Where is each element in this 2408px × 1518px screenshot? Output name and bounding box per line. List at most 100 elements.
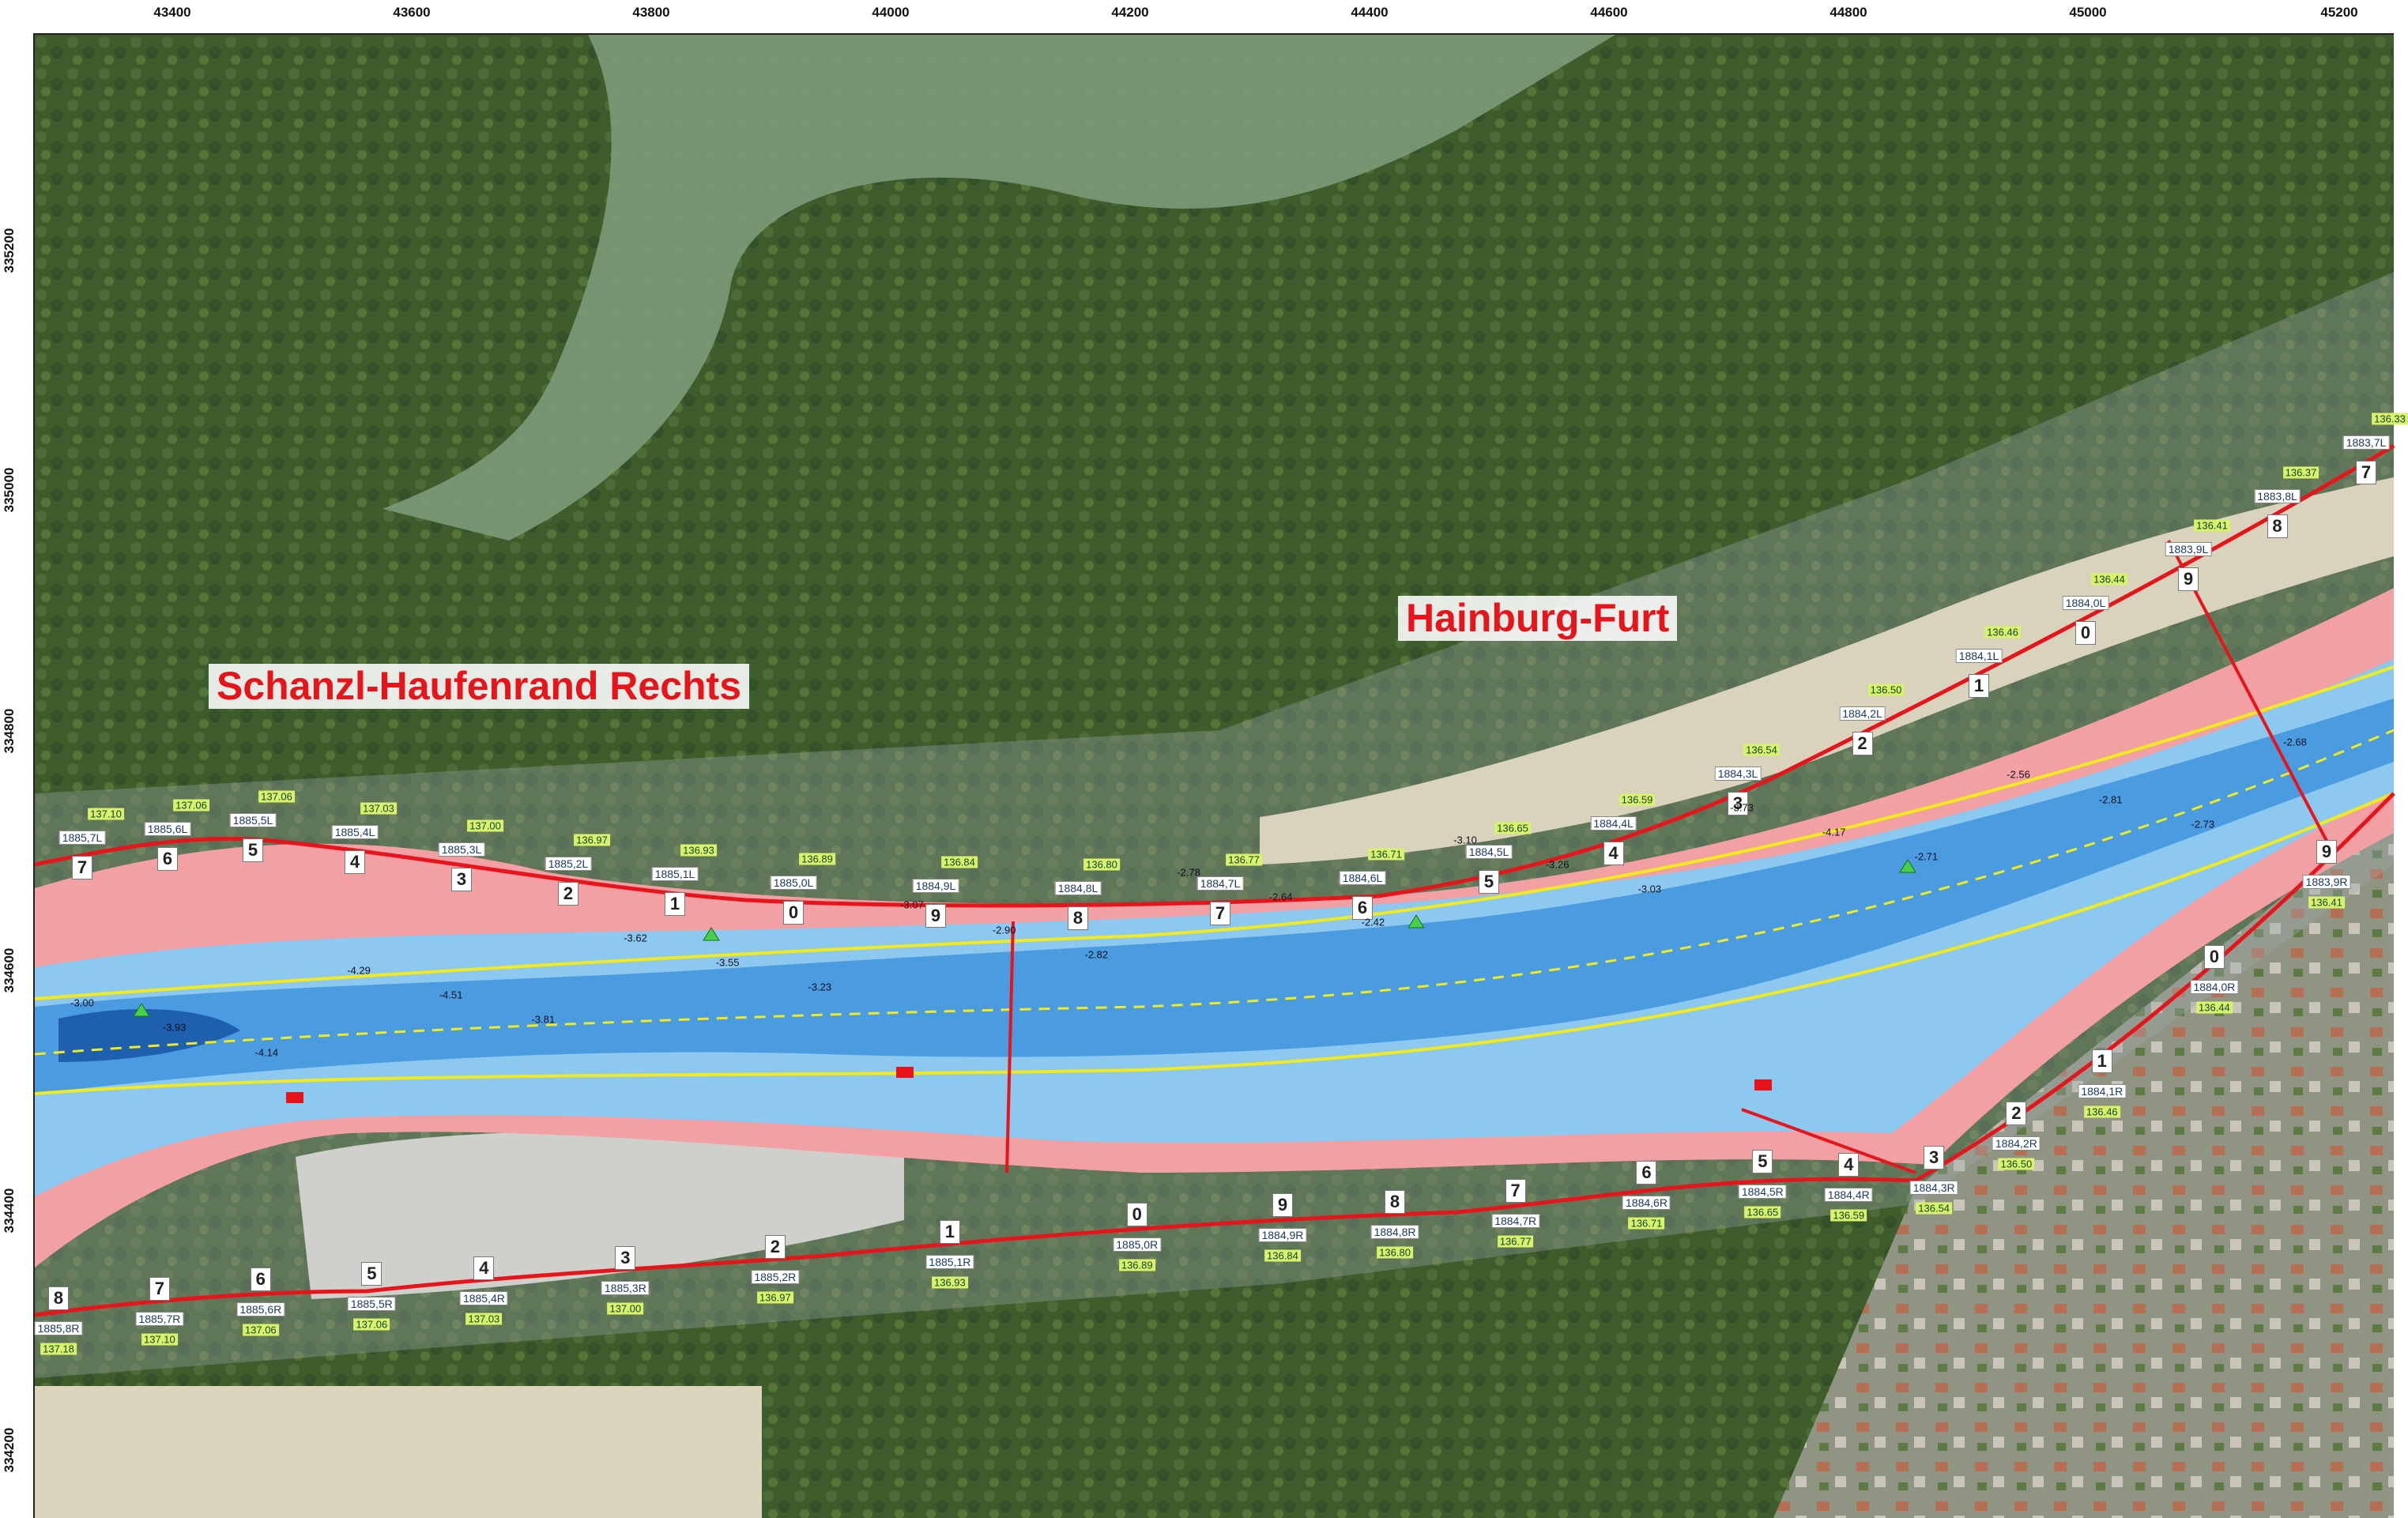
station-label: 1884,2R [1992, 1136, 2041, 1151]
depth-sounding: -2.90 [992, 924, 1016, 936]
elevation-label: 136.59 [1830, 1209, 1867, 1222]
km-marker: 8 [1068, 906, 1088, 931]
cross-section-line [1741, 1108, 1916, 1174]
station-label: 1885,6R [236, 1302, 285, 1317]
station-label: 1884,9R [1258, 1228, 1307, 1243]
elevation-label: 136.41 [2308, 896, 2345, 909]
km-marker: 2 [558, 881, 578, 906]
elevation-label: 136.65 [1494, 822, 1531, 834]
elevation-label: 136.84 [941, 856, 978, 868]
station-label: 1884,1L [1955, 649, 2003, 663]
station-label: 1883,7L [2342, 435, 2390, 450]
elevation-label: 136.65 [1744, 1206, 1781, 1219]
km-marker: 2 [1852, 731, 1873, 755]
elevation-label: 136.44 [2196, 1001, 2233, 1014]
km-marker: 8 [1385, 1189, 1406, 1214]
y-tick: 334400 [2, 1188, 17, 1234]
station-label: 1885,1R [925, 1254, 974, 1269]
station-label: 1884,0L [2062, 595, 2109, 610]
station-label: 1884,5L [1465, 845, 1513, 859]
fairway-line-north [34, 665, 2395, 1000]
station-label: 1884,9L [912, 879, 959, 893]
elevation-label: 136.89 [799, 853, 835, 864]
km-marker: 6 [157, 846, 178, 871]
elevation-label: 137.10 [88, 808, 124, 820]
depth-sounding: -4.14 [254, 1046, 279, 1058]
elevation-label: 136.54 [1743, 744, 1780, 756]
station-label: 1885,6L [144, 821, 191, 836]
km-marker: 5 [1752, 1149, 1773, 1173]
y-tick: 334200 [2, 1427, 17, 1473]
station-label: 1885,0L [770, 875, 817, 890]
left-bank-profile [34, 443, 2395, 908]
km-marker: 0 [783, 900, 804, 925]
km-marker: 7 [1505, 1179, 1526, 1203]
station-label: 1885,3R [601, 1280, 650, 1295]
map-canvas[interactable]: Schanzl-Haufenrand Rechts Hainburg-Furt … [33, 33, 2408, 1518]
depth-sounding: -3.00 [70, 996, 94, 1009]
km-marker: 5 [243, 838, 263, 862]
cross-section-line [1005, 921, 1015, 1173]
x-tick: 45000 [2069, 5, 2107, 20]
station-label: 1884,7L [1196, 876, 1244, 891]
km-marker: 9 [2178, 567, 2199, 591]
km-marker: 0 [2075, 620, 2096, 645]
y-tick: 334800 [2, 708, 17, 754]
station-label: 1884,1R [2078, 1084, 2127, 1099]
green-triangle-marker [1407, 914, 1425, 929]
elevation-label: 137.06 [242, 1324, 279, 1336]
station-label: 1884,8R [1370, 1224, 1419, 1239]
town-area [1773, 809, 2394, 1518]
km-marker: 7 [149, 1277, 170, 1301]
station-label: 1884,4L [1590, 816, 1637, 831]
elevation-label: 137.03 [360, 802, 397, 814]
fairway-line-center [34, 729, 2395, 1056]
station-label: 1884,4R [1824, 1188, 1873, 1203]
station-label: 1885,3L [438, 842, 485, 857]
km-marker: 3 [1728, 792, 1748, 816]
elevation-label: 136.80 [1377, 1246, 1413, 1259]
elevation-label: 136.80 [1083, 858, 1120, 871]
y-tick: 335000 [2, 467, 17, 513]
station-label: 1884,3R [1909, 1181, 1958, 1196]
station-label: 1885,4R [459, 1290, 508, 1305]
station-label: 1884,6R [1622, 1195, 1671, 1210]
x-tick: 44200 [1111, 5, 1149, 20]
backwater-arm [382, 35, 1615, 541]
km-marker: 1 [665, 892, 685, 916]
deep-channel [35, 699, 2394, 1094]
km-marker: 6 [250, 1268, 271, 1292]
km-marker: 2 [764, 1234, 786, 1259]
elevation-label: 137.10 [141, 1333, 178, 1346]
km-marker: 6 [1636, 1160, 1657, 1185]
elevation-label: 136.44 [2091, 573, 2127, 585]
elevation-label: 136.41 [2194, 519, 2230, 532]
elevation-label: 137.06 [353, 1318, 390, 1331]
km-marker: 7 [72, 856, 92, 880]
station-label: 1885,0R [1113, 1237, 1162, 1252]
elevation-label: 136.84 [1264, 1249, 1301, 1262]
x-tick: 44000 [872, 5, 910, 20]
km-marker: 1 [1969, 674, 1989, 698]
km-marker: 5 [1479, 870, 1499, 894]
km-marker: 1 [2091, 1049, 2112, 1074]
depth-sounding: -3.03 [1637, 883, 1662, 895]
elevation-label: 137.00 [607, 1302, 644, 1315]
elevation-label: 137.18 [40, 1343, 77, 1355]
km-marker: 8 [48, 1286, 69, 1310]
depth-sounding: -3.23 [808, 981, 832, 993]
elevation-label: 136.89 [1118, 1259, 1155, 1271]
km-marker: 4 [1838, 1153, 1860, 1177]
depth-sounding: -2.56 [2007, 768, 2030, 781]
elevation-label: 136.71 [1628, 1217, 1665, 1230]
station-label: 1885,2L [545, 856, 592, 871]
y-tick: 335200 [2, 228, 17, 273]
depth-sounding: -3.26 [1545, 858, 1570, 871]
depth-sounding: -2.78 [1177, 866, 1200, 879]
depth-sounding: -3.07 [900, 898, 924, 911]
x-tick: 43400 [153, 5, 191, 20]
site-title-right: Hainburg-Furt [1398, 596, 1678, 641]
elevation-label: 136.77 [1226, 853, 1262, 865]
x-tick: 43800 [632, 5, 670, 20]
station-label: 1883,9L [2165, 542, 2212, 556]
